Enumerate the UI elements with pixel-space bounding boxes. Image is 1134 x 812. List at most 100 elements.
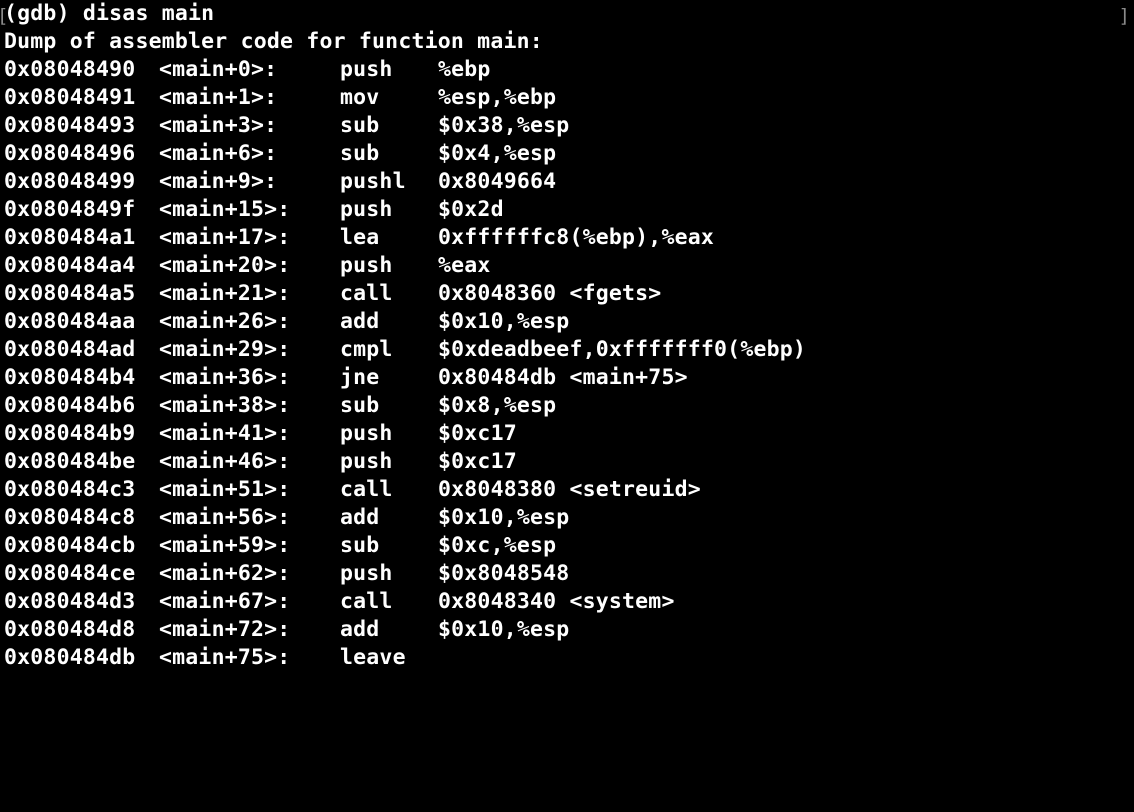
instruction-mnemonic: mov (340, 85, 380, 110)
instruction-offset: <main+29>: (159, 337, 291, 362)
instruction-operands: 0x8048340 <system> (438, 589, 675, 614)
instruction-address: 0x080484d8 (4, 617, 136, 642)
instruction-mnemonic: push (340, 197, 393, 222)
instruction-offset: <main+0>: (159, 57, 278, 82)
instruction-operands: %esp,%ebp (438, 85, 557, 110)
instruction-address: 0x080484c8 (4, 505, 136, 530)
instruction-row: 0x08048496 <main+6>: sub $0x4,%esp (4, 140, 556, 168)
instruction-operands: 0x80484db <main+75> (438, 365, 688, 390)
instruction-mnemonic: sub (340, 141, 380, 166)
instruction-row: 0x080484ce <main+62>: push $0x8048548 (4, 560, 569, 588)
gdb-command-line: (gdb) disas main (4, 1, 215, 26)
instruction-address: 0x080484d3 (4, 589, 136, 614)
instruction-row: 0x080484d8 <main+72>: add $0x10,%esp (4, 616, 569, 644)
instruction-operands: $0x10,%esp (438, 617, 570, 642)
instruction-mnemonic: sub (340, 393, 380, 418)
instruction-mnemonic: sub (340, 113, 380, 138)
instruction-offset: <main+59>: (159, 533, 291, 558)
instruction-operands: $0x10,%esp (438, 309, 570, 334)
instruction-operands: $0xc,%esp (438, 533, 557, 558)
instruction-row: 0x080484db <main+75>: leave (4, 644, 543, 672)
instruction-row: 0x08048499 <main+9>: pushl 0x8049664 (4, 168, 556, 196)
instruction-mnemonic: push (340, 57, 393, 82)
instruction-row: 0x08048490 <main+0>: push %ebp (4, 56, 543, 84)
right-bracket-marker: ] (1118, 5, 1130, 27)
instruction-address: 0x080484ce (4, 561, 136, 586)
instruction-operands: $0x4,%esp (438, 141, 557, 166)
instruction-mnemonic: call (340, 589, 393, 614)
instruction-offset: <main+75>: (159, 645, 291, 670)
dump-header: Dump of assembler code for function main… (4, 29, 543, 54)
instruction-mnemonic: add (340, 617, 380, 642)
instruction-operands: $0xc17 (438, 449, 517, 474)
instruction-row: 0x080484b9 <main+41>: push $0xc17 (4, 420, 543, 448)
instruction-offset: <main+72>: (159, 617, 291, 642)
instruction-mnemonic: add (340, 309, 380, 334)
instruction-operands: $0x8048548 (438, 561, 570, 586)
instruction-offset: <main+56>: (159, 505, 291, 530)
instruction-address: 0x080484be (4, 449, 136, 474)
instruction-mnemonic: push (340, 421, 393, 446)
instruction-offset: <main+26>: (159, 309, 291, 334)
instruction-address: 0x080484b4 (4, 365, 136, 390)
instruction-offset: <main+3>: (159, 113, 278, 138)
instruction-address: 0x080484a5 (4, 281, 136, 306)
instruction-mnemonic: push (340, 449, 393, 474)
instruction-offset: <main+15>: (159, 197, 291, 222)
instruction-operands: $0x8,%esp (438, 393, 557, 418)
instruction-address: 0x080484db (4, 645, 136, 670)
instruction-address: 0x0804849f (4, 197, 136, 222)
instruction-row: 0x08048493 <main+3>: sub $0x38,%esp (4, 112, 569, 140)
instruction-mnemonic: cmpl (340, 337, 393, 362)
instruction-row: 0x08048491 <main+1>: mov %esp,%ebp (4, 84, 556, 112)
instruction-row: 0x080484a4 <main+20>: push %eax (4, 252, 543, 280)
instruction-operands: 0xffffffc8(%ebp),%eax (438, 225, 715, 250)
instruction-address: 0x080484a4 (4, 253, 136, 278)
instruction-offset: <main+6>: (159, 141, 278, 166)
instruction-row: 0x080484c8 <main+56>: add $0x10,%esp (4, 504, 569, 532)
instruction-address: 0x080484b6 (4, 393, 136, 418)
instruction-address: 0x080484aa (4, 309, 136, 334)
instruction-row: 0x0804849f <main+15>: push $0x2d (4, 196, 543, 224)
instruction-address: 0x08048491 (4, 85, 136, 110)
instruction-row: 0x080484a5 <main+21>: call 0x8048360 <fg… (4, 280, 661, 308)
instruction-offset: <main+17>: (159, 225, 291, 250)
terminal-window[interactable]: [ ] (gdb) disas main Dump of assembler c… (0, 0, 1134, 676)
instruction-row: 0x080484aa <main+26>: add $0x10,%esp (4, 308, 569, 336)
instruction-operands: $0xc17 (438, 421, 517, 446)
instruction-row: 0x080484c3 <main+51>: call 0x8048380 <se… (4, 476, 701, 504)
instruction-row: 0x080484ad <main+29>: cmpl $0xdeadbeef,0… (4, 336, 806, 364)
instruction-mnemonic: lea (340, 225, 380, 250)
instruction-offset: <main+38>: (159, 393, 291, 418)
left-bracket-marker: [ (0, 2, 8, 30)
instruction-row: 0x080484cb <main+59>: sub $0xc,%esp (4, 532, 556, 560)
instruction-offset: <main+20>: (159, 253, 291, 278)
instruction-offset: <main+46>: (159, 449, 291, 474)
instruction-offset: <main+41>: (159, 421, 291, 446)
instruction-operands: $0x10,%esp (438, 505, 570, 530)
instruction-operands: $0xdeadbeef,0xfffffff0(%ebp) (438, 337, 807, 362)
instruction-operands: %ebp (438, 57, 491, 82)
instruction-address: 0x08048490 (4, 57, 136, 82)
instruction-address: 0x080484a1 (4, 225, 136, 250)
instruction-operands: %eax (438, 253, 491, 278)
instruction-offset: <main+21>: (159, 281, 291, 306)
instruction-address: 0x080484cb (4, 533, 136, 558)
instruction-operands: 0x8049664 (438, 169, 557, 194)
instruction-mnemonic: jne (340, 365, 380, 390)
instruction-address: 0x080484ad (4, 337, 136, 362)
instruction-offset: <main+36>: (159, 365, 291, 390)
instruction-operands: 0x8048380 <setreuid> (438, 477, 701, 502)
instruction-offset: <main+51>: (159, 477, 291, 502)
instruction-mnemonic: add (340, 505, 380, 530)
instruction-mnemonic: call (340, 281, 393, 306)
instruction-operands: $0x2d (438, 197, 504, 222)
instruction-mnemonic: push (340, 253, 393, 278)
instruction-mnemonic: call (340, 477, 393, 502)
instruction-offset: <main+62>: (159, 561, 291, 586)
instruction-address: 0x08048493 (4, 113, 136, 138)
instruction-row: 0x080484a1 <main+17>: lea 0xffffffc8(%eb… (4, 224, 714, 252)
instruction-mnemonic: pushl (340, 169, 406, 194)
instruction-address: 0x08048496 (4, 141, 136, 166)
instruction-operands: $0x38,%esp (438, 113, 570, 138)
